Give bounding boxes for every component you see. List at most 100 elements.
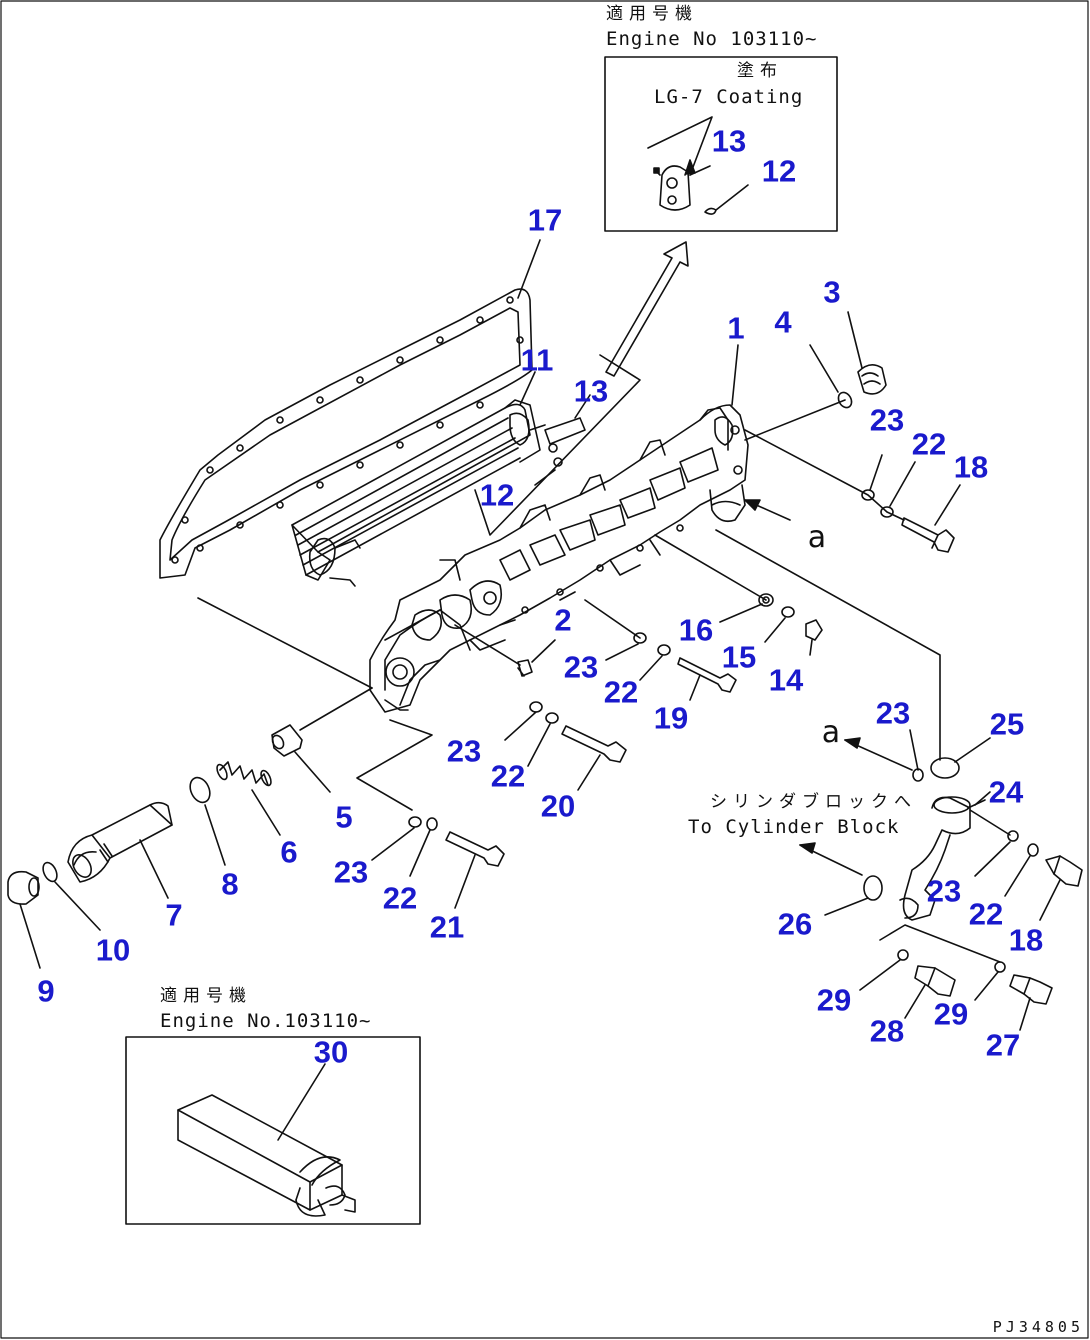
bolt-group-mid-right [758,593,823,641]
callout-23-c: 23 [333,854,369,890]
callout-15: 15 [721,639,757,675]
coating-label-jp: 塗布 [737,61,783,81]
bolt-20 [529,701,627,763]
leader-27 [1019,997,1031,1031]
leader-7 [139,839,169,899]
leader-1 [731,344,739,406]
callout-23-mid: 23 [563,649,599,685]
o-ring-8 [189,776,211,804]
gasket-17 [159,288,533,579]
leader-23-r2 [974,841,1011,877]
callout-1: 1 [727,310,745,346]
callout-4: 4 [774,304,792,340]
o-ring-26 [863,875,883,901]
callout-11: 11 [520,342,554,378]
callout-14: 14 [768,662,804,698]
leader-29a [859,959,901,991]
callout-17: 17 [527,202,563,238]
callout-30: 30 [313,1034,349,1070]
leader-3 [847,311,863,369]
callout-18-top: 18 [953,449,989,485]
leader-22-r2 [1004,855,1031,897]
pipe-path [715,529,941,761]
callout-13: 13 [573,373,609,409]
callout-22-b: 22 [490,758,526,794]
top-applicable-label-jp: 適用号機 [606,4,698,24]
callout-5: 5 [335,799,353,835]
callout-7: 7 [165,897,183,933]
leader-18-top [934,484,961,526]
leader-11 [519,371,536,406]
washer-29a [897,949,909,961]
bolt-21 [408,816,505,867]
callout-12: 12 [479,477,515,513]
callout-23-b: 23 [446,733,482,769]
leader-14 [809,639,813,656]
leader-2 [531,639,556,663]
callout-18-r: 18 [1008,922,1044,958]
o-ring-25 [930,757,960,779]
strainer-30 [177,1094,356,1217]
callout-8: 8 [221,866,239,902]
cooler-cover-1 [369,404,749,713]
callout-27: 27 [985,1027,1021,1063]
leader-15 [764,617,786,643]
callout-23-r2: 23 [926,873,962,909]
cylinder-label-jp: シリンダブロックへ [710,792,917,812]
leader-26 [824,897,869,916]
washer-23-r2 [1007,830,1019,842]
leader-10 [54,881,101,931]
leader-24 [974,791,991,806]
callout-9: 9 [37,973,55,1009]
callout-6: 6 [280,834,298,870]
leader-29b [974,971,999,1001]
leader-30 [277,1063,326,1141]
leader-23-top [869,454,883,491]
leader-20 [577,754,601,791]
callout-3: 3 [823,274,841,310]
callout-21: 21 [429,909,465,945]
leader-22-c [409,829,431,877]
callout-13-inset: 13 [711,123,747,159]
callout-19: 19 [653,700,689,736]
callout-12-inset: 12 [761,153,797,189]
reference-letter-a-2: a [821,715,841,750]
callout-24: 24 [988,774,1024,810]
leader-28 [904,984,926,1019]
callout-23-r: 23 [875,695,911,731]
leader-23-c [371,827,415,861]
coating-detail-drawing [647,116,749,215]
cooler-element-11 [291,399,546,587]
leader-22-b [527,723,551,767]
plug-2 [517,659,533,677]
leader-5 [294,751,331,793]
leader-23-mid [605,643,639,661]
leader-6 [251,789,281,836]
plug-7 [67,801,173,883]
bolt-27 [1009,974,1053,1005]
leader-8 [204,804,226,866]
leader-9 [19,903,41,969]
plug-9 [7,870,40,905]
top-engine-number: Engine No 103110~ [606,28,818,50]
leader-22-mid [639,655,663,681]
drawing-code: PJ34805 [992,1318,1084,1336]
callout-23-top: 23 [869,402,905,438]
callout-22-mid: 22 [603,674,639,710]
coating-label-en: LG-7 Coating [654,86,804,108]
bolt-18-right [1045,855,1083,887]
leader-18-r [1039,879,1061,921]
leader-19 [689,674,701,701]
leader-23-r [909,729,919,771]
leader-16 [719,603,763,623]
callout-29a: 29 [816,982,852,1018]
callout-20: 20 [540,788,576,824]
bottom-engine-number: Engine No.103110~ [160,1010,372,1032]
callout-25: 25 [989,706,1025,742]
washer-22-r2 [1027,843,1039,857]
coating-detail-box [604,56,838,232]
bolt-group-top-right [861,489,955,553]
callout-22-c: 22 [382,880,418,916]
leader-17 [517,239,541,299]
